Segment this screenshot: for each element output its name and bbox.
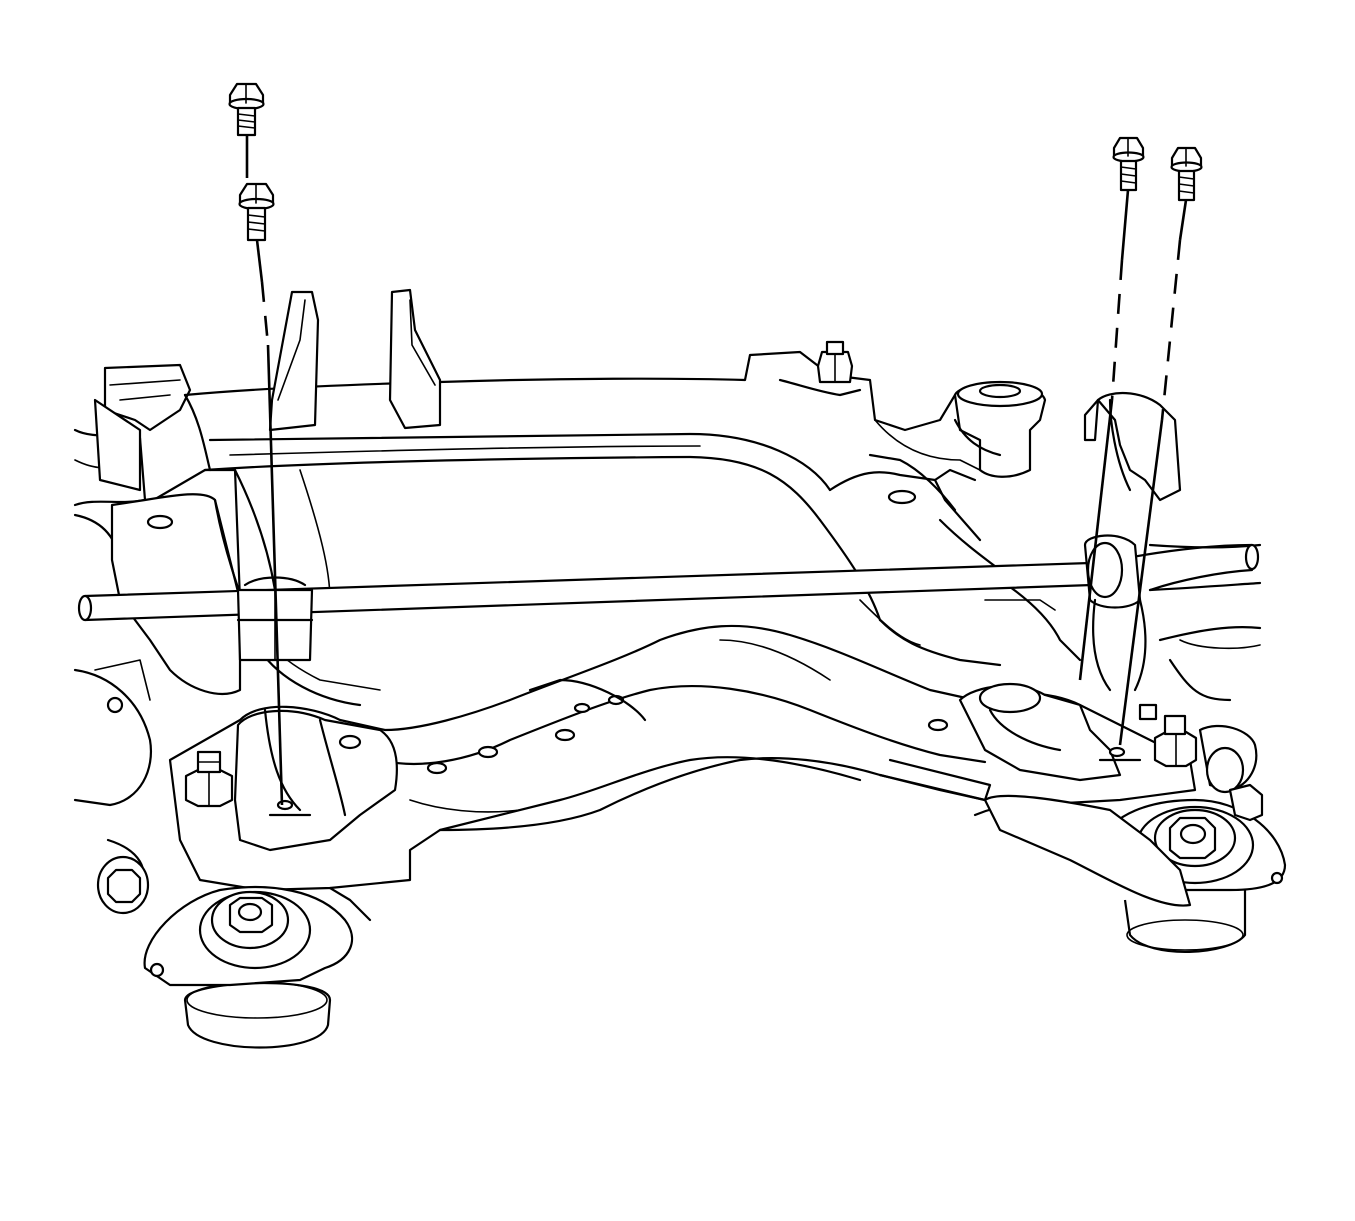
right-upper-nut bbox=[778, 340, 862, 397]
left-background-structure bbox=[73, 363, 192, 892]
right-mount-plate bbox=[958, 682, 1142, 782]
bolt-right-outer bbox=[1170, 146, 1203, 202]
bolt-left-upper bbox=[228, 82, 265, 137]
right-lower-bushing bbox=[983, 725, 1287, 953]
left-lower-bushing bbox=[143, 885, 372, 1049]
crossmember-lower-beam bbox=[168, 624, 1197, 892]
crossmember-upper-frame bbox=[110, 350, 1002, 695]
right-front-nut bbox=[1138, 703, 1198, 768]
right-stabilizer-clamp bbox=[1083, 391, 1182, 692]
left-front-nut bbox=[184, 750, 234, 808]
right-upper-mount bbox=[874, 380, 1047, 478]
right-background-structure bbox=[1148, 543, 1262, 702]
left-side-bolt bbox=[96, 855, 150, 915]
left-brackets bbox=[268, 288, 442, 432]
left-mount-plate bbox=[233, 708, 398, 852]
bolt-left-lower bbox=[238, 182, 275, 242]
left-stabilizer-bushing bbox=[236, 576, 314, 662]
bolt-guide-lines bbox=[245, 135, 1188, 806]
bolt-right-inner bbox=[1112, 136, 1145, 192]
